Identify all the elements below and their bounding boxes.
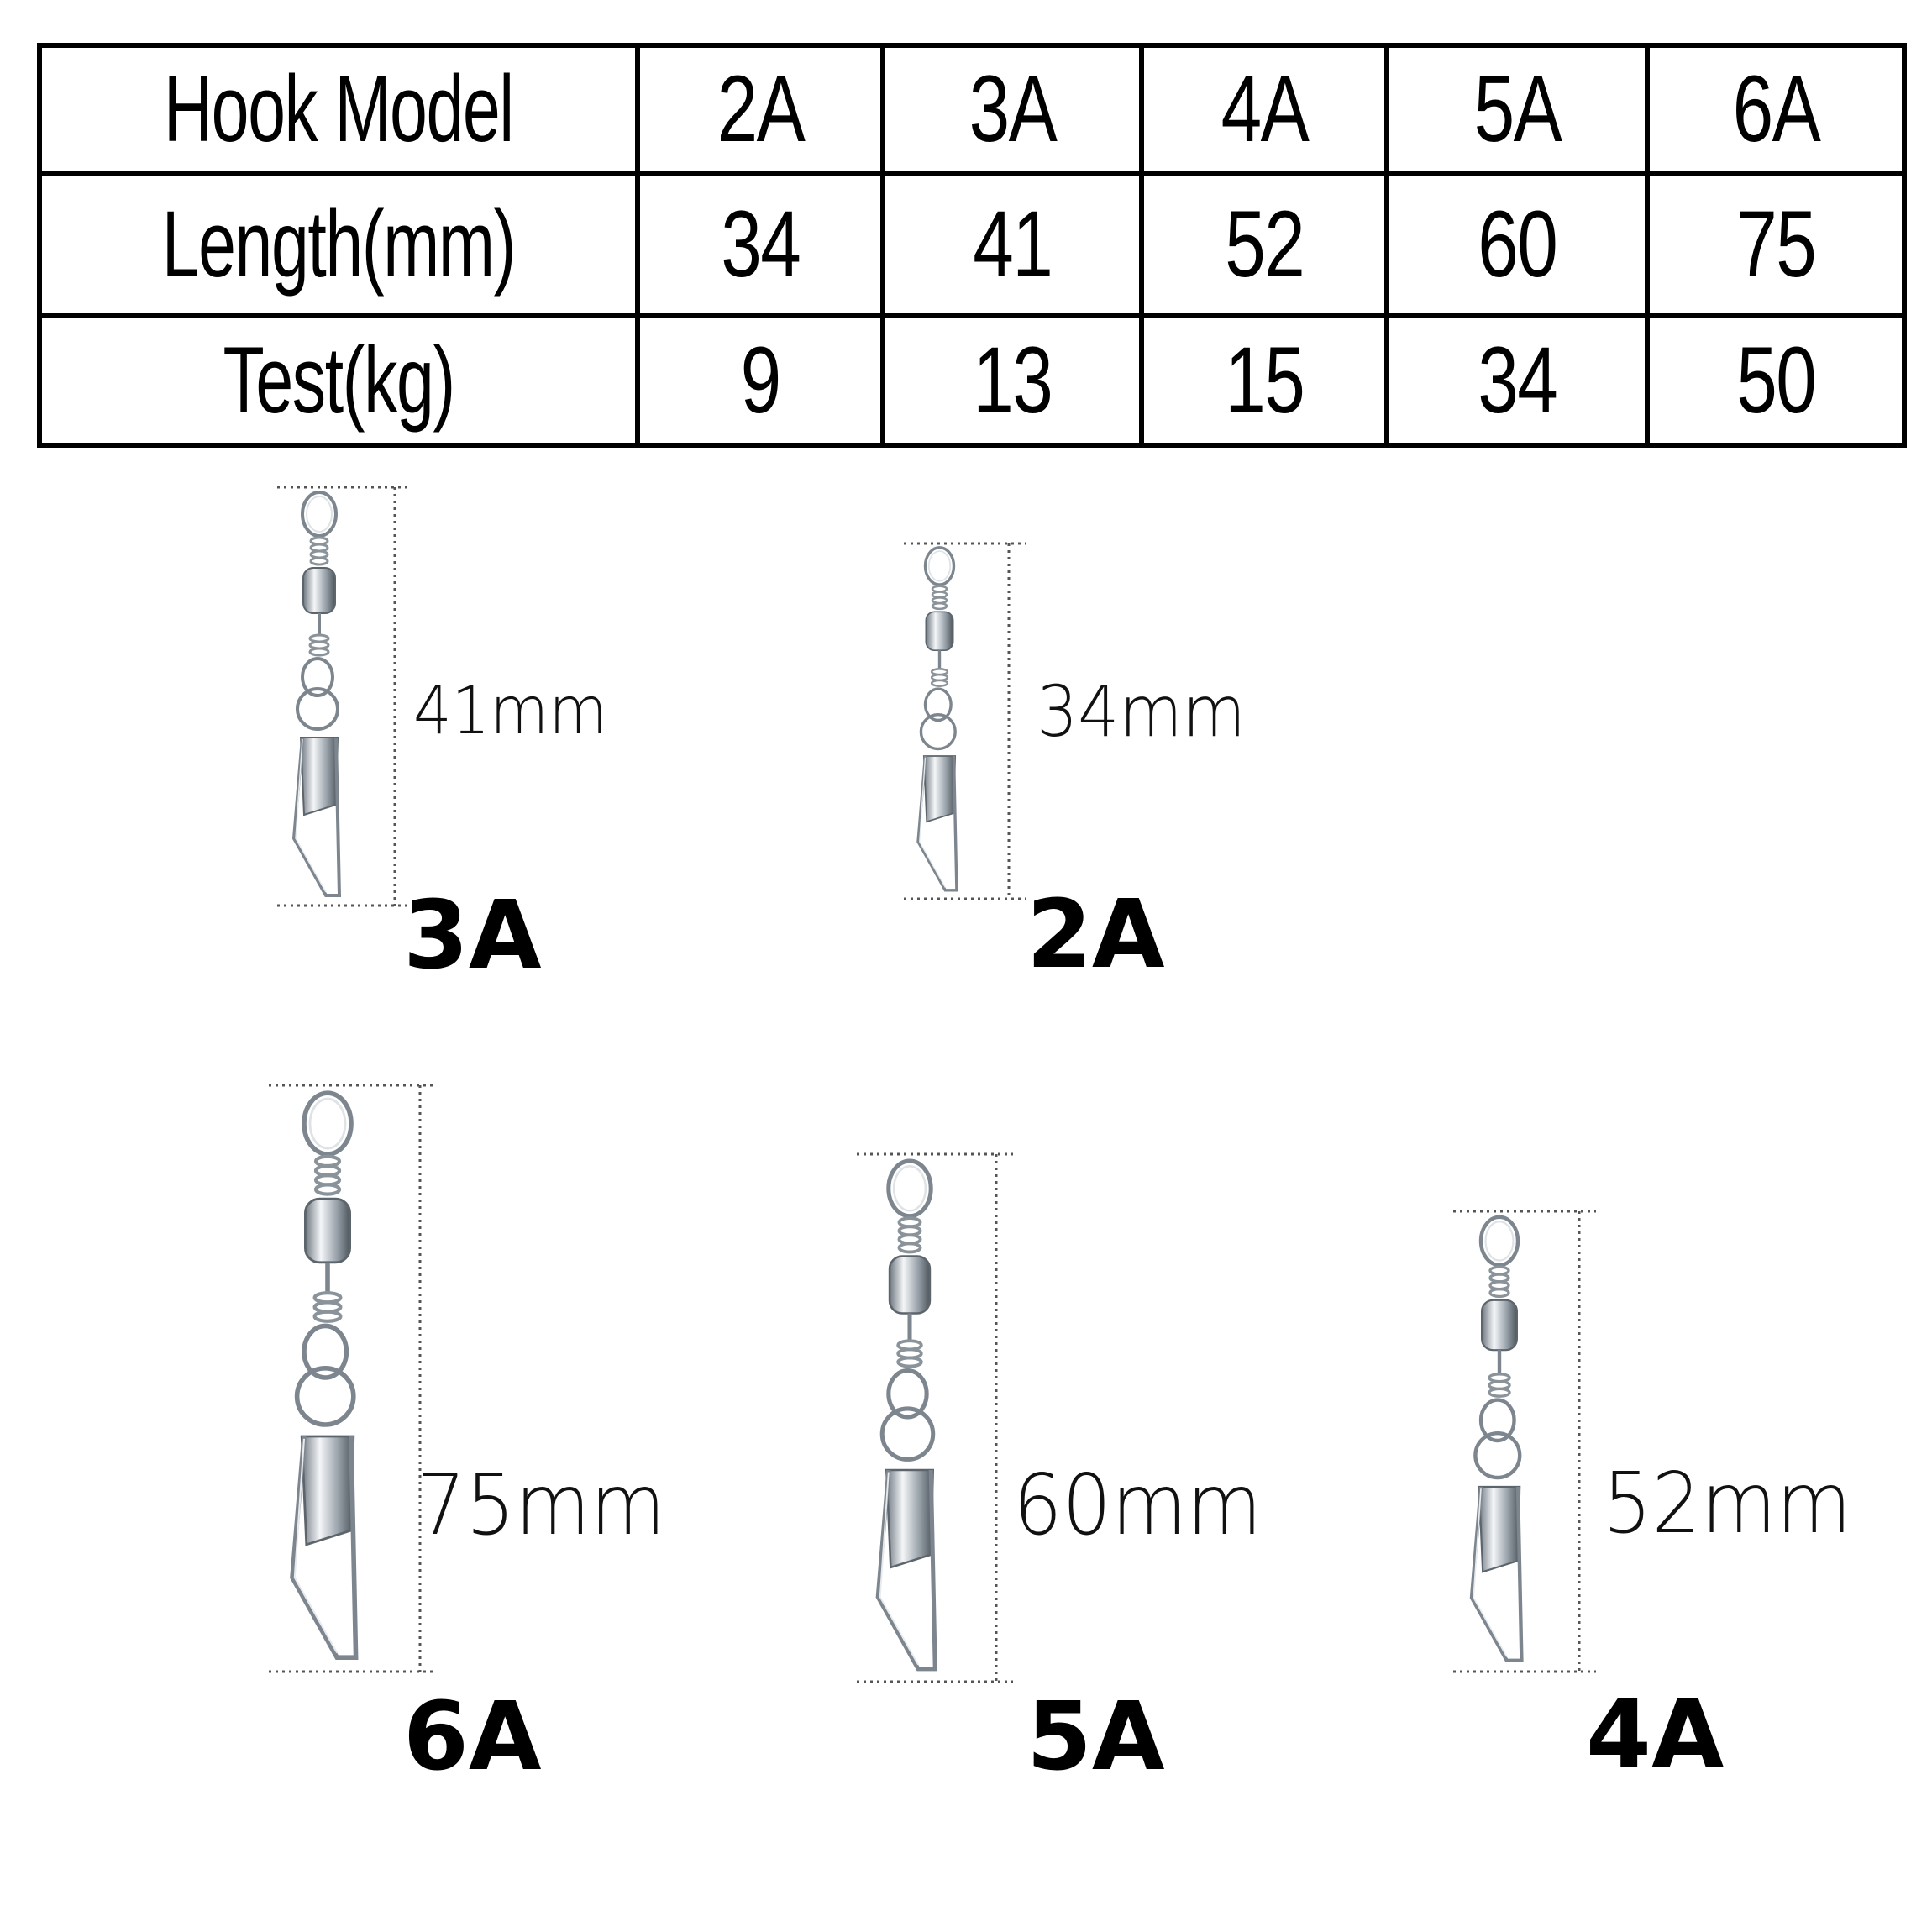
length-label: 60mm — [1013, 1456, 1263, 1554]
length-label: 75mm — [417, 1456, 666, 1554]
product-4a: 52mm 4A — [1453, 1210, 1890, 1798]
cell-length-5a: 60 — [1384, 171, 1650, 318]
length-label: 34mm — [1037, 670, 1246, 753]
cell-test-5a: 34 — [1384, 313, 1650, 448]
cell-model-4a: 4A — [1139, 43, 1389, 176]
snap-swivel-image — [1453, 1210, 1596, 1673]
row-header-length: Length(mm) — [37, 171, 640, 318]
swivel-body — [290, 1090, 359, 1660]
model-label: 6A — [403, 1683, 542, 1792]
swivel-body — [1469, 1215, 1524, 1663]
cell-test-3a: 13 — [880, 313, 1144, 448]
cell-test-6a: 50 — [1645, 313, 1907, 448]
product-3a: 41mm 3A — [277, 486, 697, 990]
model-label: 2A — [1026, 880, 1165, 990]
row-header-model: Hook Model — [37, 43, 640, 176]
snap-swivel-image — [857, 1152, 1013, 1683]
cell-length-6a: 75 — [1645, 171, 1907, 318]
product-5a: 60mm 5A — [857, 1152, 1294, 1799]
snap-swivel-image — [904, 542, 1026, 900]
table-row-length: Length(mm) 34 41 52 60 75 — [37, 171, 1907, 318]
cell-model-2a: 2A — [635, 43, 885, 176]
product-2a: 34mm 2A — [904, 542, 1324, 995]
cell-model-3a: 3A — [880, 43, 1144, 176]
swivel-body — [916, 546, 958, 892]
product-6a: 75mm 6A — [269, 1084, 706, 1798]
table-row-test: Test(kg) 9 13 15 34 50 — [37, 313, 1907, 448]
table-row-model: Hook Model 2A 3A 4A 5A 6A — [37, 43, 1907, 176]
cell-length-4a: 52 — [1139, 171, 1389, 318]
cell-length-2a: 34 — [635, 171, 885, 318]
cell-test-2a: 9 — [635, 313, 885, 448]
snap-swivel-image — [277, 486, 412, 907]
cell-model-5a: 5A — [1384, 43, 1650, 176]
spec-table: Hook Model 2A 3A 4A 5A 6A Length(mm) 34 … — [37, 43, 1907, 448]
cell-model-6a: 6A — [1645, 43, 1907, 176]
model-label: 3A — [403, 881, 542, 990]
row-header-test: Test(kg) — [37, 313, 640, 448]
length-label: 41mm — [413, 674, 608, 749]
cell-length-3a: 41 — [880, 171, 1144, 318]
cell-test-4a: 15 — [1139, 313, 1389, 448]
swivel-body — [875, 1158, 937, 1672]
model-label: 4A — [1586, 1681, 1725, 1790]
swivel-body — [291, 491, 342, 897]
model-label: 5A — [1026, 1683, 1165, 1792]
length-label: 52mm — [1603, 1454, 1852, 1552]
snap-swivel-image — [269, 1084, 437, 1673]
